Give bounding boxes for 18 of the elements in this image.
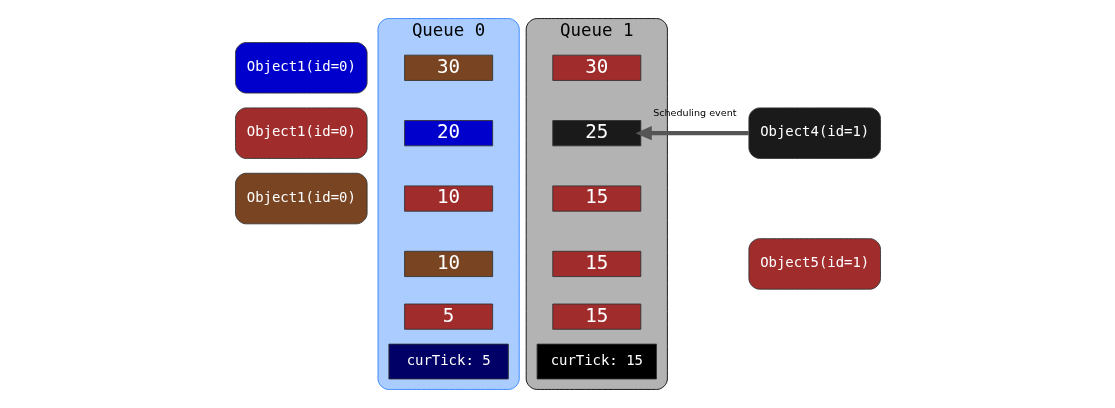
arrow: [634, 126, 749, 141]
node-box: Object1(id=0): [234, 107, 368, 159]
node-box: 15: [551, 250, 641, 277]
node-box: Object4(id=1): [747, 107, 881, 159]
node-box: 5: [403, 303, 493, 330]
node-box: curTick: 15: [536, 343, 657, 380]
node-box: 10: [403, 185, 493, 212]
node-box: Object1(id=0): [234, 172, 368, 225]
node-box: 15: [551, 303, 641, 330]
node-box: 15: [551, 185, 641, 212]
node-box: 30: [403, 54, 493, 81]
node-box: Object1(id=0): [234, 42, 368, 94]
node-box: 10: [403, 250, 493, 277]
node-box: Object5(id=1): [747, 238, 881, 290]
node-box: 30: [551, 54, 641, 81]
node-box: 20: [403, 120, 493, 147]
node-box: curTick: 5: [387, 343, 509, 380]
node-box: 25: [551, 120, 641, 147]
